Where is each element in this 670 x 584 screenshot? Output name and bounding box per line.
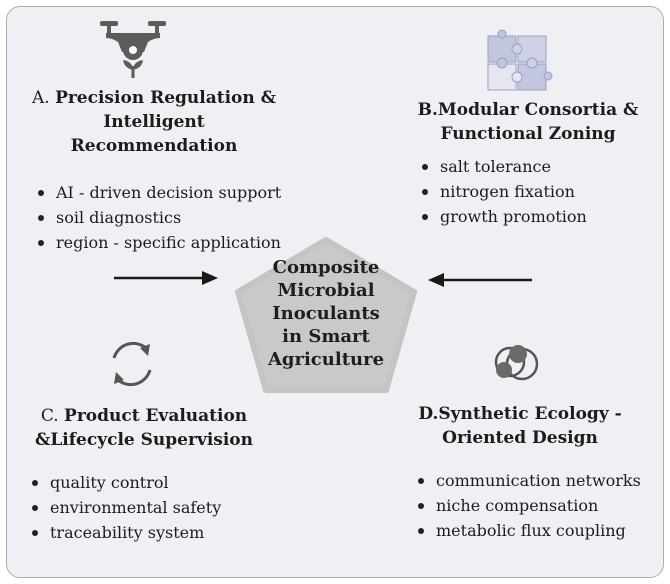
panel-d: D.Synthetic Ecology - Oriented Design co… [392,402,648,543]
panel-a-title: A. Precision Regulation & Intelligent Re… [31,88,277,156]
list-item: salt tolerance [418,154,656,179]
drone-plant-icon [100,21,166,78]
panel-c-title: C. Product Evaluation &Lifecycle Supervi… [34,406,254,450]
cycle-arrows-icon [112,341,152,387]
panel-a-list: AI - driven decision support soil diagno… [34,180,282,255]
list-item: soil diagnostics [34,205,282,230]
panel-c: C. Product Evaluation &Lifecycle Supervi… [16,404,272,545]
list-item: communication networks [414,468,648,493]
center-title: Composite Microbial Inoculants in Smart … [267,257,385,370]
list-item: metabolic flux coupling [414,518,648,543]
panel-a: A. Precision Regulation & Intelligent Re… [26,86,282,255]
panel-d-title: D.Synthetic Ecology - Oriented Design [418,404,622,448]
panel-b: B.Modular Consortia & Functional Zoning … [400,98,656,229]
panel-d-list: communication networks niche compensatio… [414,468,648,543]
list-item: growth promotion [418,204,656,229]
list-item: nitrogen fixation [418,179,656,204]
list-item: traceability system [28,520,272,545]
center-pentagon [235,237,417,393]
right-arrow [428,273,532,287]
list-item: environmental safety [28,495,272,520]
panel-b-title: B.Modular Consortia & Functional Zoning [417,100,639,144]
left-arrow [114,271,218,285]
puzzle-icon [487,29,553,91]
overlapping-circles-icon [494,345,539,381]
panel-c-list: quality control environmental safety tra… [28,470,272,545]
list-item: AI - driven decision support [34,180,282,205]
list-item: quality control [28,470,272,495]
list-item: niche compensation [414,493,648,518]
panel-b-list: salt tolerance nitrogen fixation growth … [418,154,656,229]
list-item: region - specific application [34,230,282,255]
